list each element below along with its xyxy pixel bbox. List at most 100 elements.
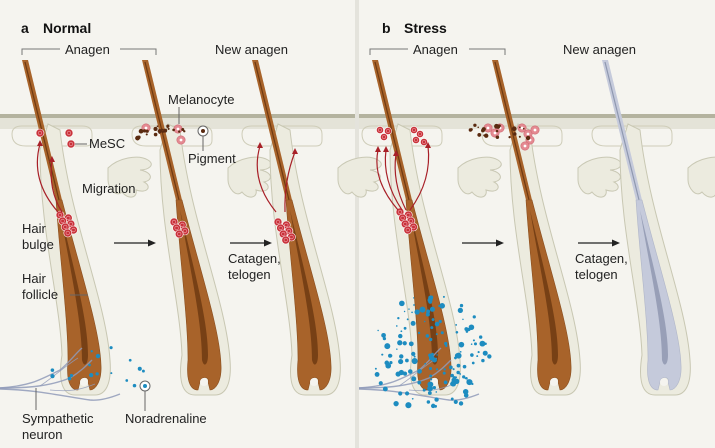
stem-cell-nucleus <box>68 221 73 227</box>
melanocyte-nucleus <box>493 131 497 135</box>
hair-follicle-label-1: Hair <box>22 271 47 286</box>
migration-arrow-a3 <box>256 142 277 213</box>
melanocyte-group-b <box>468 123 540 151</box>
noradrenaline-dot <box>476 355 479 358</box>
noradrenaline-dot <box>393 401 399 407</box>
noradrenaline-dot <box>405 358 409 363</box>
stem-cell-nucleus <box>37 130 43 136</box>
stem-cell-nucleus <box>57 212 63 218</box>
pigment-granule <box>178 130 181 133</box>
sympathetic-neuron-label-1: Sympathetic <box>22 411 94 426</box>
migration-arrow-b2 <box>383 146 403 211</box>
noradrenaline-dot <box>423 320 426 323</box>
hair-bulge-label-1: Hair <box>22 221 47 236</box>
noradrenaline-dot <box>443 380 448 385</box>
pigment-granule <box>153 126 158 132</box>
neuron-fiber <box>49 383 96 392</box>
noradrenaline-dot <box>374 367 377 370</box>
noradrenaline-dot <box>481 358 485 363</box>
neuron-fiber <box>358 359 452 389</box>
stem-cell <box>281 235 291 245</box>
pigment-granule <box>508 136 511 139</box>
stem-cell-nucleus <box>182 228 187 234</box>
noradrenaline-dot <box>448 365 453 370</box>
noradrenaline-dot <box>381 353 384 356</box>
hair-shaft-core <box>254 61 290 201</box>
noradrenaline-dot <box>398 333 403 339</box>
stem-cell-nucleus <box>68 141 74 147</box>
pigment-granule <box>145 133 148 136</box>
sympathetic-neuron-a <box>0 347 121 401</box>
stem-cell-nucleus <box>397 209 403 215</box>
hair-medulla <box>410 210 438 365</box>
noradrenaline-dot <box>479 340 486 347</box>
mesc-cells-b <box>376 126 428 146</box>
pigment-granule <box>513 132 517 136</box>
pigment-granule <box>477 126 480 129</box>
noradrenaline-dot <box>430 326 434 330</box>
migration-arrow-b1 <box>375 146 399 211</box>
noradrenaline-dot <box>436 354 438 356</box>
stem-cell-nucleus <box>412 128 416 132</box>
noradrenaline-dot <box>462 375 466 379</box>
transition-label-a-2: telogen <box>228 267 271 282</box>
stem-cell-nucleus <box>378 128 382 132</box>
noradrenaline-dot <box>88 363 91 367</box>
noradrenaline-dot <box>408 308 410 310</box>
noradrenaline-dot <box>438 319 442 324</box>
sebaceous-gland <box>107 156 152 198</box>
noradrenaline-dot <box>471 382 474 386</box>
pigment-granule <box>157 129 162 134</box>
pigment-callout-icon <box>197 125 209 137</box>
migration-label: Migration <box>82 181 135 196</box>
panel-a-title: Normal <box>43 20 91 36</box>
skin-pocket <box>361 125 443 147</box>
pigment-granule <box>511 126 517 132</box>
noradrenaline-dot <box>381 332 386 338</box>
noradrenaline-dot <box>450 373 454 378</box>
noradrenaline-dot <box>132 383 137 388</box>
mesc-cells-a <box>35 128 76 149</box>
stem-cell-nucleus <box>66 215 71 221</box>
noradrenaline-dot <box>426 309 431 314</box>
hair-follicle-3 <box>241 60 382 396</box>
stem-cell-nucleus <box>71 227 76 233</box>
noradrenaline-dot <box>459 350 462 353</box>
noradrenaline-dot <box>410 320 416 326</box>
stem-cell-nucleus <box>66 130 72 136</box>
pigment-granule <box>481 127 486 132</box>
noradrenaline-dot <box>462 318 464 321</box>
sympathetic-neuron-label-2: neuron <box>22 427 62 442</box>
stem-cell-nucleus <box>63 224 68 230</box>
noradrenaline-dot <box>452 376 457 380</box>
noradrenaline-dot <box>425 334 430 338</box>
noradrenaline-dot <box>434 397 439 402</box>
noradrenaline-dot <box>382 386 388 392</box>
hair-follicle-6 <box>591 60 715 396</box>
noradrenaline-dot <box>424 362 427 365</box>
noradrenaline-dot <box>405 402 412 409</box>
noradrenaline-dot <box>470 343 473 345</box>
noradrenaline-dot <box>442 371 446 375</box>
noradrenaline-label: Noradrenaline <box>125 411 207 426</box>
stem-cell-nucleus <box>283 237 288 243</box>
neuron-fiber <box>408 383 455 392</box>
noradrenaline-dot <box>471 361 475 365</box>
pigment-granule <box>518 126 521 129</box>
melanocyte-nucleus <box>179 138 183 142</box>
noradrenaline-dot <box>141 369 145 373</box>
stem-cell-nucleus <box>289 234 294 240</box>
hair-bulge-cells-a1 <box>55 210 78 238</box>
noradrenaline-dot <box>435 333 438 336</box>
noradrenaline-dot <box>478 335 483 339</box>
progression-arrow-b2 <box>578 239 620 247</box>
noradrenaline-dot <box>396 348 398 350</box>
panel-b-letter: b <box>382 20 391 36</box>
noradrenaline-dot <box>444 341 448 346</box>
noradrenaline-dot <box>445 344 448 348</box>
noradrenaline-dot <box>473 342 477 346</box>
noradrenaline-dot <box>95 372 99 376</box>
stem-cell <box>64 128 74 138</box>
noradrenaline-dot <box>450 397 454 401</box>
